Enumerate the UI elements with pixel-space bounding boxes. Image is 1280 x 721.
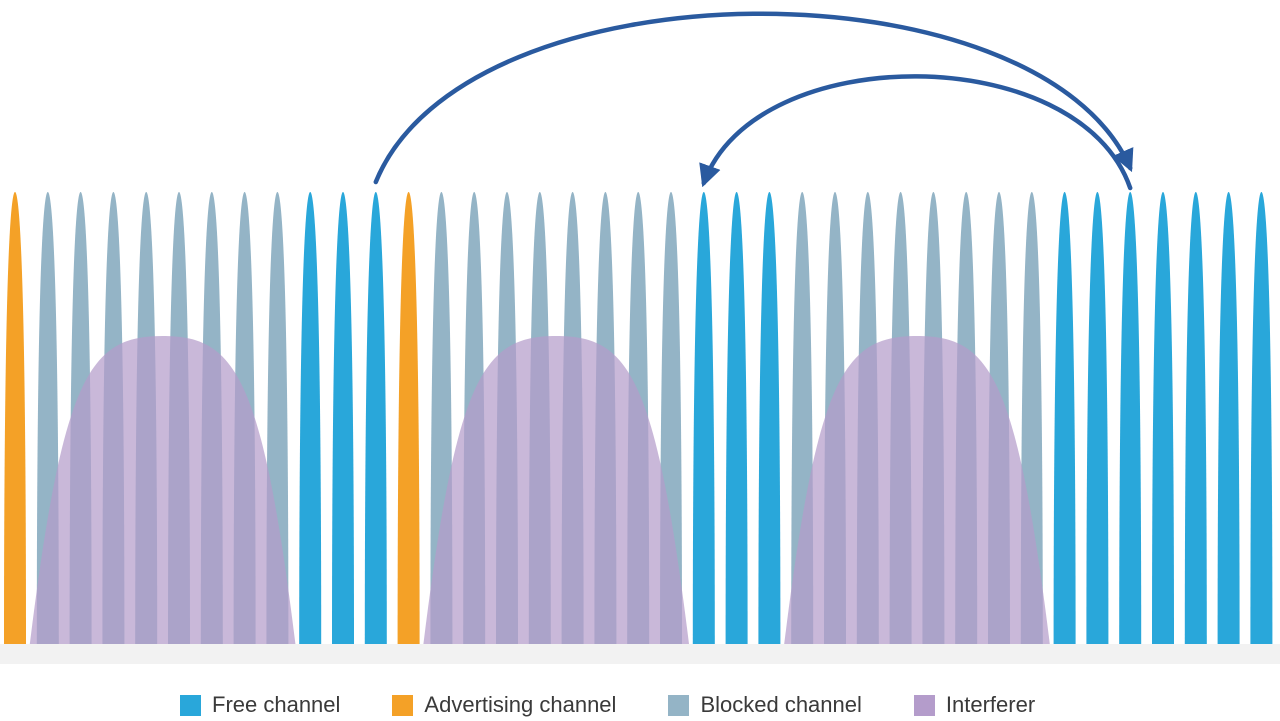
channel-free-34 — [1119, 192, 1142, 644]
interferer-1 — [423, 336, 689, 644]
channel-free-37 — [1217, 192, 1240, 644]
legend-item-free: Free channel — [180, 692, 340, 718]
legend-label-advertising: Advertising channel — [424, 692, 617, 717]
hop-arrow-1 — [699, 74, 1133, 191]
legend-item-advertising: Advertising channel — [392, 692, 616, 718]
hop-arrow-0 — [373, 11, 1134, 185]
baseline — [0, 644, 1280, 664]
channel-free-35 — [1152, 192, 1174, 644]
interferer-2 — [784, 336, 1050, 644]
channel-free-23 — [758, 192, 781, 644]
channel-advertising-12 — [397, 192, 420, 644]
channel-free-10 — [332, 192, 354, 644]
channel-advertising-0 — [4, 192, 26, 644]
legend-label-blocked: Blocked channel — [700, 692, 862, 717]
legend-item-interferer: Interferer — [913, 692, 1036, 718]
interferer-swatch — [913, 694, 935, 716]
channel-free-33 — [1086, 192, 1109, 644]
channel-free-21 — [692, 192, 715, 644]
blocked-channel-swatch — [668, 694, 690, 716]
interferer-group — [29, 336, 1050, 644]
hop-arrows — [373, 11, 1134, 191]
legend-label-free: Free channel — [212, 692, 341, 717]
channel-free-11 — [364, 192, 387, 644]
channel-free-22 — [725, 192, 748, 644]
channel-free-38 — [1250, 192, 1273, 644]
channel-free-9 — [299, 192, 322, 644]
channel-free-32 — [1053, 192, 1076, 644]
interferer-0 — [29, 336, 296, 644]
legend-label-interferer: Interferer — [945, 692, 1036, 717]
legend: Free channel Advertising channel Blocked… — [180, 690, 1035, 720]
legend-item-blocked: Blocked channel — [668, 692, 862, 718]
free-channel-swatch — [180, 694, 201, 716]
channel-free-36 — [1184, 192, 1207, 644]
advertising-channel-swatch — [392, 694, 414, 716]
